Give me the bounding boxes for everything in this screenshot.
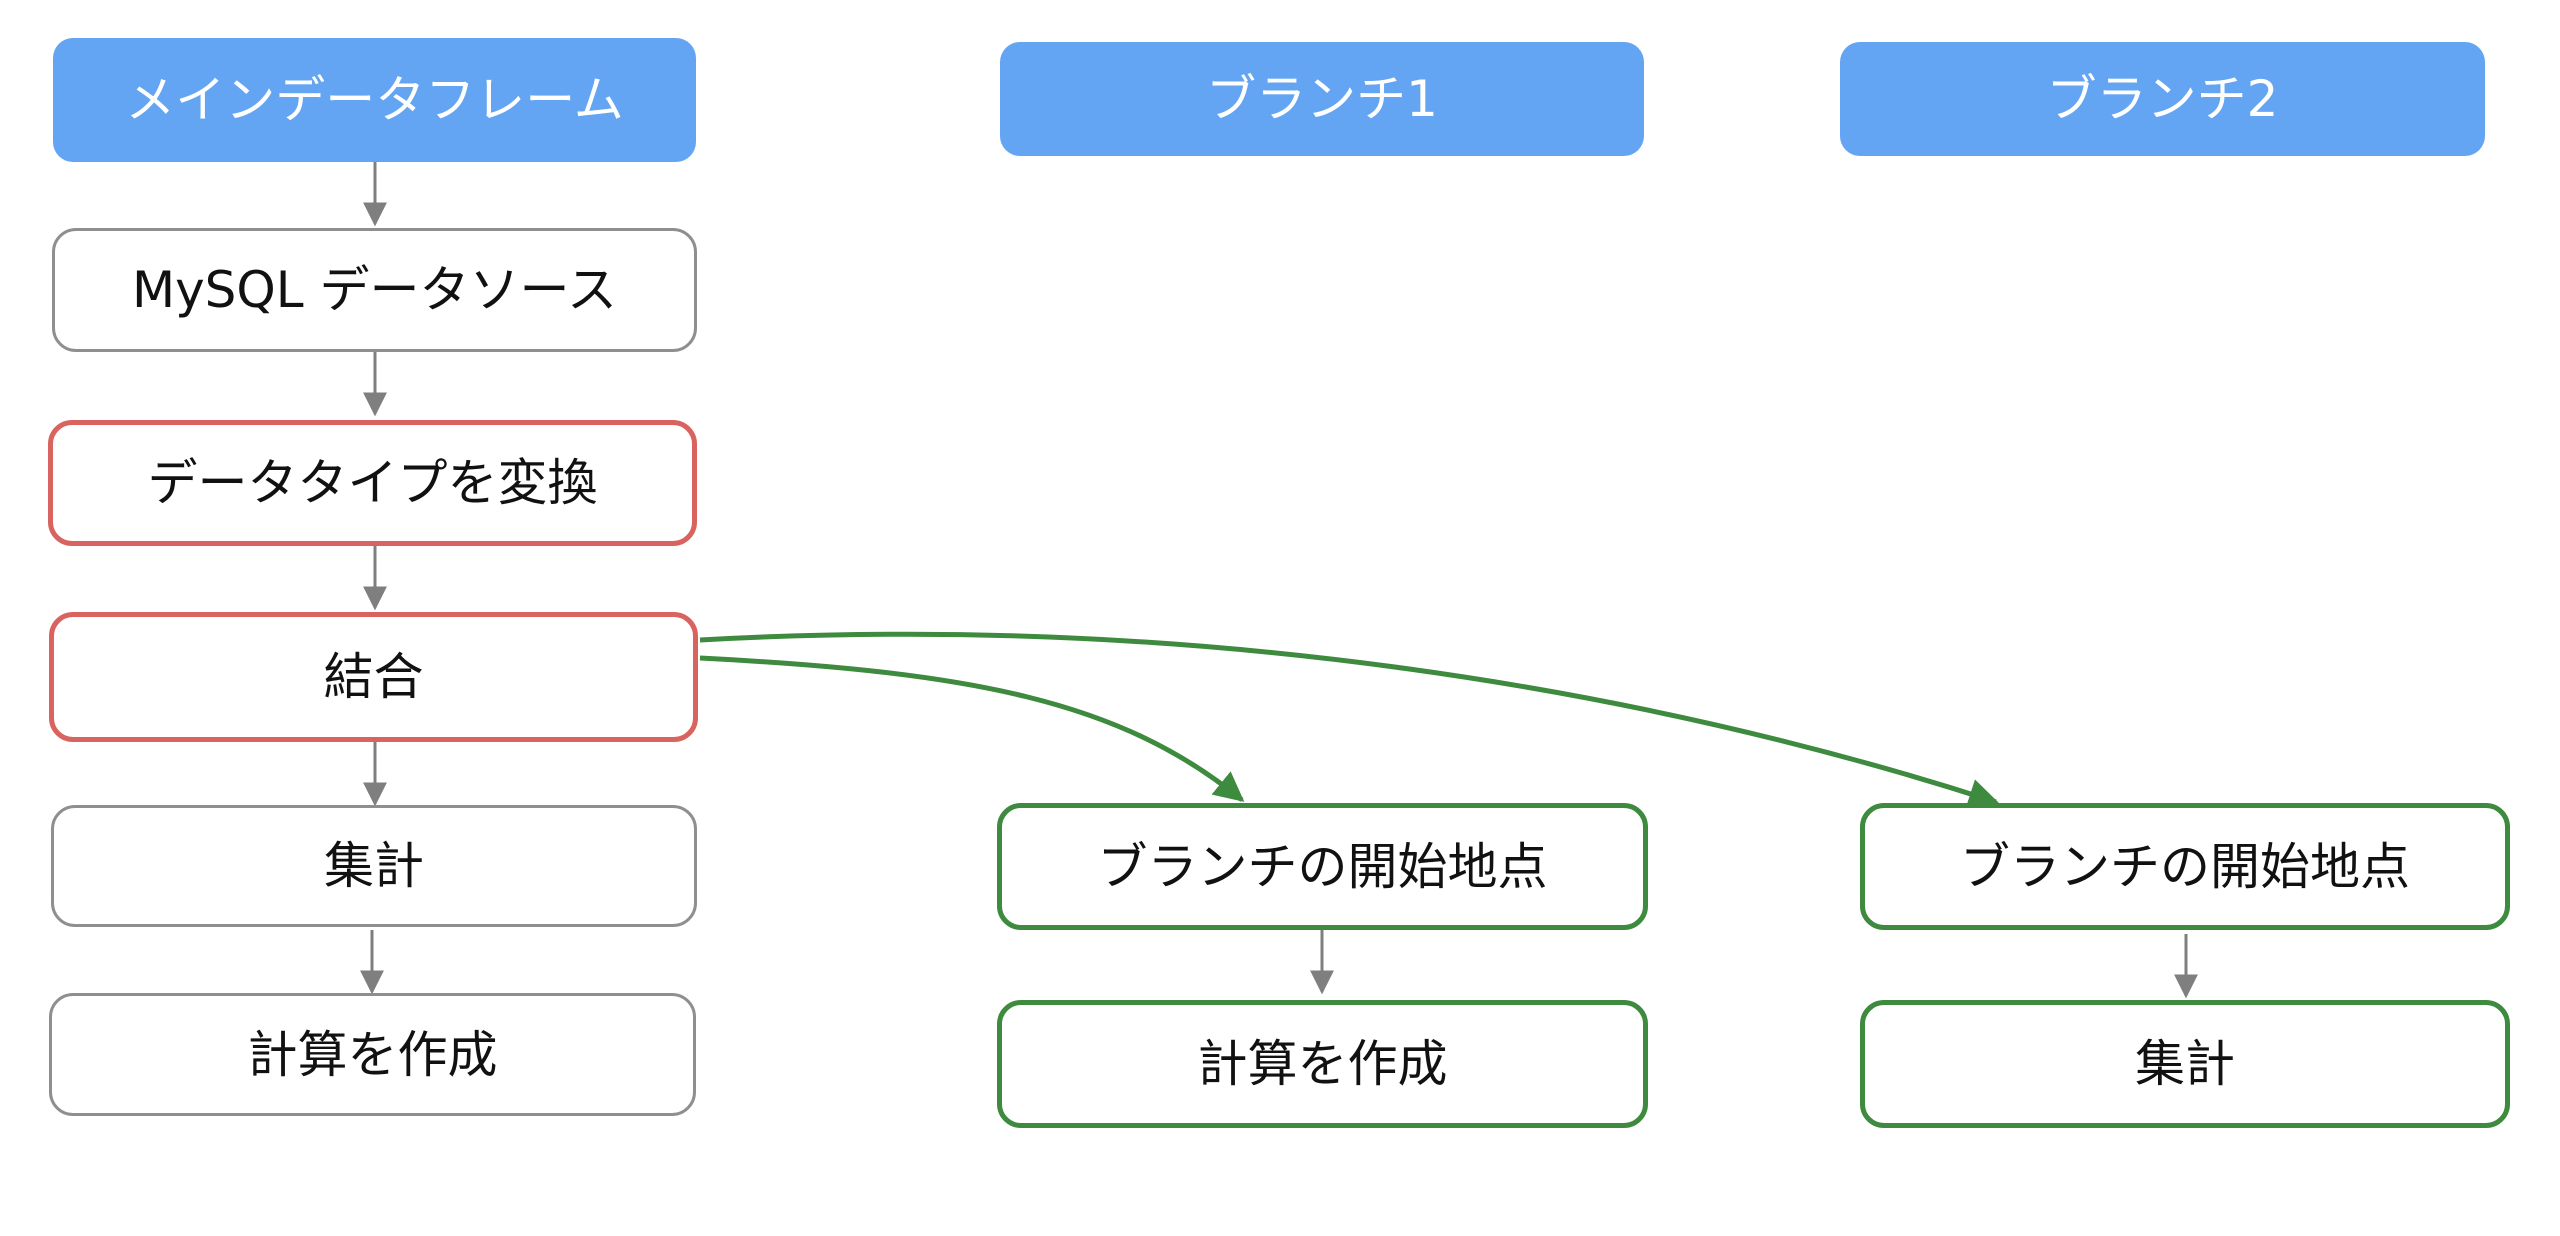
main-dataframe-header: メインデータフレーム — [53, 38, 696, 162]
branch2-header: ブランチ2 — [1840, 42, 2485, 156]
branch1-connector — [699, 655, 1245, 802]
main-aggregate-step-label: 集計 — [324, 837, 424, 895]
branch2-start-step-label: ブランチの開始地点 — [1960, 837, 2410, 896]
main-create-calculation-step-label: 計算を作成 — [247, 1025, 498, 1084]
convert-data-type-step-label: データタイプを変換 — [147, 454, 598, 512]
branch1-create-calculation-step[interactable]: 計算を作成 — [997, 1000, 1648, 1128]
branch2-aggregate-step-label: 集計 — [2135, 1035, 2235, 1093]
main-dataframe-header-label: メインデータフレーム — [125, 71, 624, 129]
branch1-create-calculation-step-label: 計算を作成 — [1197, 1035, 1448, 1093]
branch2-header-label: ブランチ2 — [2046, 70, 2279, 128]
branch1-header-label: ブランチ1 — [1206, 70, 1438, 128]
main-create-calculation-step[interactable]: 計算を作成 — [49, 993, 696, 1116]
branch2-start-step[interactable]: ブランチの開始地点 — [1860, 803, 2510, 930]
main-aggregate-step[interactable]: 集計 — [51, 805, 697, 927]
mysql-source-step-label: MySQL データソース — [131, 261, 618, 319]
convert-data-type-step[interactable]: データタイプを変換 — [48, 420, 697, 546]
branch1-header: ブランチ1 — [1000, 42, 1644, 156]
branch1-start-step[interactable]: ブランチの開始地点 — [997, 803, 1648, 930]
branch1-start-step-label: ブランチの開始地点 — [1097, 837, 1548, 896]
branch2-aggregate-step[interactable]: 集計 — [1860, 1000, 2510, 1128]
join-step-label: 結合 — [323, 648, 424, 706]
mysql-source-step[interactable]: MySQL データソース — [52, 228, 697, 352]
branch2-connector — [699, 631, 1999, 808]
join-step[interactable]: 結合 — [49, 612, 698, 742]
